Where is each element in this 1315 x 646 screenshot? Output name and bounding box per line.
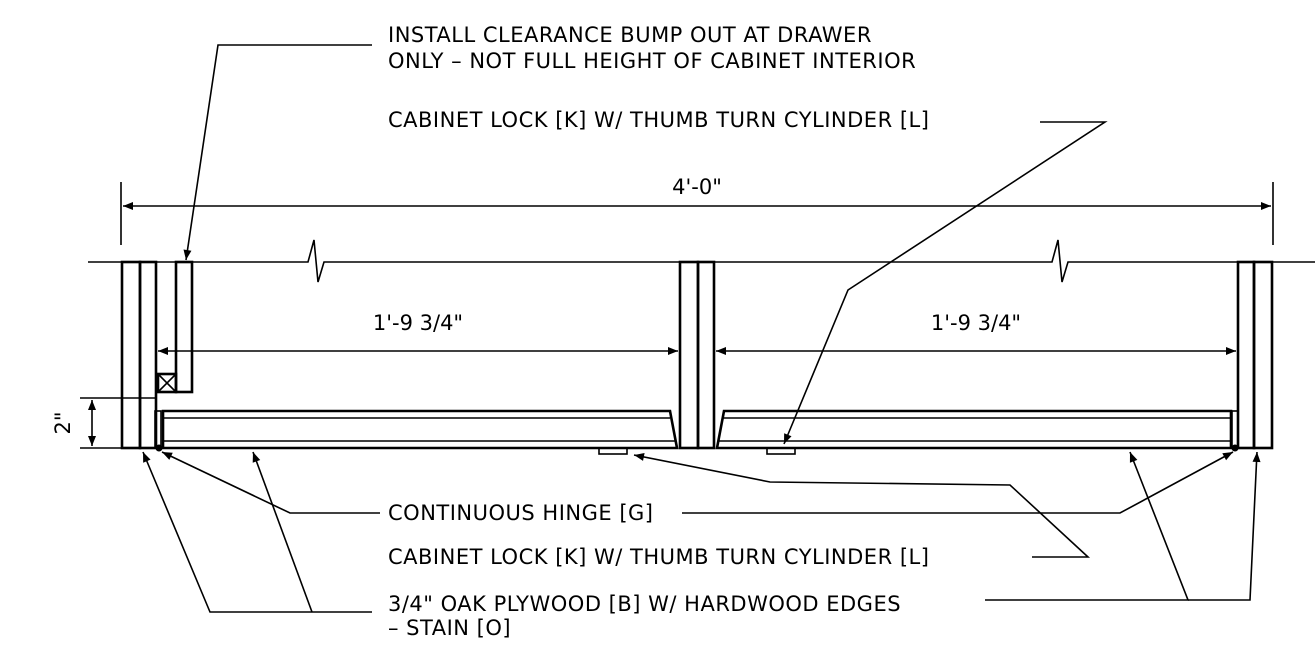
right-door: [715, 409, 1233, 450]
plywood-note-line1: 3/4" OAK PLYWOOD [B] W/ HARDWOOD EDGES: [388, 592, 901, 616]
clearance-note-line2: ONLY – NOT FULL HEIGHT OF CABINET INTERI…: [388, 49, 916, 73]
leader-lock-top: [783, 121, 1108, 445]
clearance-note-line1: INSTALL CLEARANCE BUMP OUT AT DRAWER: [388, 23, 872, 47]
leader-plywood-left-door: [252, 451, 313, 613]
bump-depth-dimension-text: 2": [51, 411, 75, 434]
leader-lock-bottom: [633, 453, 1091, 558]
right-hinge-leaf: [1231, 410, 1239, 449]
plywood-note-line2: – STAIN [O]: [388, 616, 511, 640]
clearance-bump-out: [156, 260, 194, 394]
right-lock-icon: [766, 447, 796, 455]
hinge-note: CONTINUOUS HINGE [G]: [388, 501, 653, 525]
overall-dimension-text: 4'-0": [672, 175, 722, 199]
center-partition: [678, 260, 716, 450]
leader-hinge-right: [682, 451, 1234, 514]
bump-depth-dimension: 2": [51, 397, 156, 449]
left-bay-dimension-text: 1'-9 3/4": [373, 311, 463, 335]
lock-note-top: CABINET LOCK [K] W/ THUMB TURN CYLINDER …: [388, 108, 929, 132]
right-bay-dimension-text: 1'-9 3/4": [931, 311, 1021, 335]
left-door: [161, 409, 679, 450]
leader-hinge-left: [161, 451, 380, 514]
lock-note-bottom: CABINET LOCK [K] W/ THUMB TURN CYLINDER …: [388, 545, 929, 569]
left-hinge-leaf: [154, 410, 162, 449]
left-bay-dimension: 1'-9 3/4": [158, 311, 678, 355]
left-side-panel: [120, 260, 158, 450]
leader-plywood-right: [985, 451, 1190, 601]
right-bay-dimension: 1'-9 3/4": [716, 311, 1236, 355]
left-lock-icon: [598, 447, 628, 455]
leader-plywood-left: [142, 451, 372, 613]
overall-dimension: 4'-0": [120, 175, 1274, 245]
leader-clearance: [183, 44, 372, 261]
leader-plywood-right-side: [1188, 451, 1261, 601]
right-side-panel: [1236, 260, 1274, 450]
